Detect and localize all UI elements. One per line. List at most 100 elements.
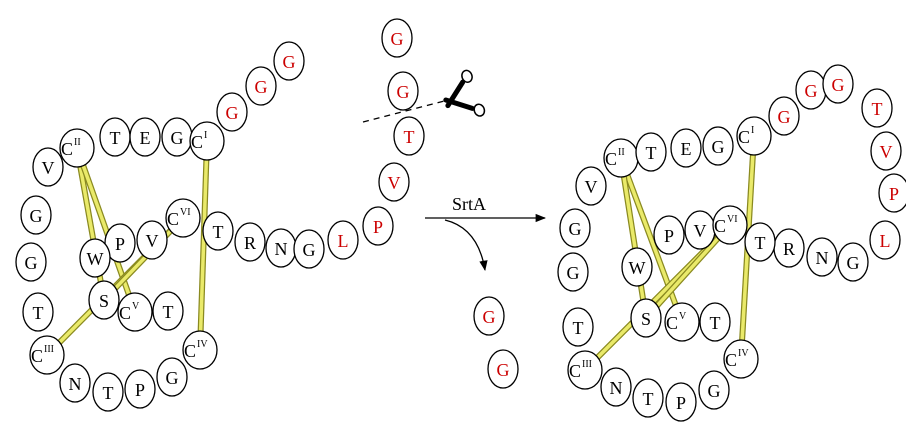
right-residue: G [822, 64, 854, 104]
residue-circle [378, 162, 410, 202]
residue-circle [557, 252, 589, 292]
residue-letter: C [605, 149, 617, 169]
residue-superscript: III [44, 344, 54, 355]
residue-letter: G [166, 368, 179, 388]
residue-letter: G [778, 107, 791, 127]
residue-circle [362, 206, 394, 246]
residue-letter: G [255, 77, 268, 97]
residue-circle [152, 291, 184, 331]
right-residue: W [621, 247, 653, 287]
residue-circle [575, 166, 607, 206]
cleavage-line [362, 99, 449, 123]
left-residue: G [20, 195, 52, 235]
right-residue: S [630, 298, 662, 338]
residue-circle [630, 298, 662, 338]
residue-letter: G [226, 103, 239, 123]
left-residue: T [202, 211, 234, 251]
residue-circle [20, 195, 52, 235]
residue-letter: N [816, 248, 829, 268]
residue-circle [861, 88, 893, 128]
residue-circle [245, 66, 277, 106]
right-residue: V [684, 210, 716, 250]
residue-letter: G [805, 81, 818, 101]
residue-circle [393, 116, 425, 156]
residue-letter: C [191, 132, 203, 152]
residue-circle [632, 378, 664, 418]
residue-circle [202, 211, 234, 251]
right-residue: P [653, 215, 685, 255]
residue-circle [567, 350, 603, 390]
residue-circle [273, 41, 305, 81]
residue-letter: G [283, 52, 296, 72]
residue-letter: C [61, 139, 73, 159]
residue-letter: E [140, 128, 151, 148]
residue-letter: G [397, 82, 410, 102]
right-residue: R [773, 228, 805, 268]
scissors-icon [443, 69, 486, 117]
residue-circle [698, 370, 730, 410]
residue-circle [664, 302, 700, 342]
left-residue: V [32, 147, 64, 187]
reaction-arrow: SrtA [425, 194, 547, 223]
residue-letter: T [213, 222, 224, 242]
residue-letter: L [880, 231, 891, 251]
left-residue: V [136, 220, 168, 260]
disulfide-bond-fill [198, 140, 209, 351]
residue-circle [79, 238, 111, 278]
residue-circle [182, 330, 218, 370]
residue-letter: T [110, 128, 121, 148]
residue-letter: V [388, 173, 401, 193]
right-residue: E [670, 128, 702, 168]
residue-superscript: VI [727, 214, 738, 225]
residue-letter: G [832, 75, 845, 95]
residue-superscript: IV [738, 348, 749, 359]
residue-letter: G [497, 360, 510, 380]
left-residue: G [161, 117, 193, 157]
right-residue: T [861, 88, 893, 128]
residue-letter: S [641, 309, 651, 329]
left-residue: L [327, 220, 359, 260]
residue-letter: P [115, 234, 125, 254]
left-residue: N [265, 228, 297, 268]
residue-letter: V [694, 221, 707, 241]
residue-circle [699, 302, 731, 342]
residue-letter: W [87, 249, 104, 269]
residue-circle [487, 349, 519, 389]
residue-letter: G [391, 29, 404, 49]
left-residue: V [378, 162, 410, 202]
residue-letter: C [666, 313, 678, 333]
residue-letter: C [31, 346, 43, 366]
residue-circle [165, 198, 201, 238]
residue-circle [822, 64, 854, 104]
right-residue: N [806, 237, 838, 277]
residue-circle [156, 357, 188, 397]
residue-letter: C [119, 303, 131, 323]
right-residue: T [562, 307, 594, 347]
residue-letter: C [184, 341, 196, 361]
residue-letter: T [163, 302, 174, 322]
residue-letter: C [714, 216, 726, 236]
residue-circle [59, 128, 95, 168]
residue-circle [129, 117, 161, 157]
residue-circle [768, 96, 800, 136]
residue-superscript: II [74, 137, 81, 148]
residue-circle [870, 131, 902, 171]
left-residue: E [129, 117, 161, 157]
residue-circle [869, 220, 901, 260]
residue-superscript: V [132, 301, 140, 312]
residue-letter: C [738, 127, 750, 147]
residue-circle [878, 173, 906, 213]
left-residue: S [88, 280, 120, 320]
residue-circle [670, 128, 702, 168]
residue-letter: P [135, 380, 145, 400]
right-residue: V [575, 166, 607, 206]
